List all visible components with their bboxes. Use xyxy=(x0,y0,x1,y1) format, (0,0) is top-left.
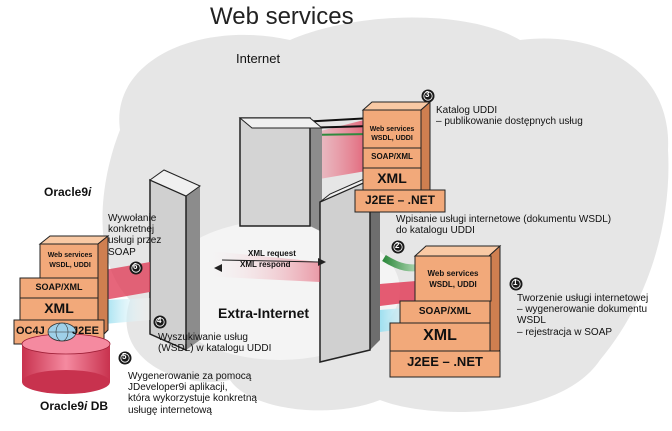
provider-j2ee-net: J2EE – .NET xyxy=(407,354,483,369)
step-badge-3 xyxy=(421,89,435,103)
uddi-j2ee-net: J2EE – .NET xyxy=(364,193,436,207)
step-text-4: Wyszukiwanie usług (WSDL) w katalogu UDD… xyxy=(158,332,272,355)
step-number-5: 5 xyxy=(122,352,127,361)
oracle-db-cylinder xyxy=(21,333,111,394)
step-text-5: Wygenerowanie za pomocą JDeveloper9i apl… xyxy=(128,371,257,416)
client-soap: SOAP/XML xyxy=(35,282,83,292)
client-j2ee: J2EE xyxy=(72,325,99,337)
internet-label: Internet xyxy=(236,51,281,66)
wall-center-top xyxy=(238,117,324,129)
xml-respond-head xyxy=(214,264,222,272)
uddi-soap: SOAP/XML xyxy=(371,152,413,161)
step-number-3: 3 xyxy=(425,90,430,99)
step-number-1: 1 xyxy=(513,278,518,287)
beam-client-blue xyxy=(104,298,150,324)
step-text-2: Wpisanie usługi internetowe (dokumentu W… xyxy=(396,214,612,237)
xml-respond-label: XML respond xyxy=(240,260,291,269)
beam-mid-red xyxy=(200,250,320,282)
provider-ws-line1: Web services xyxy=(427,269,479,278)
step-number-4: 4 xyxy=(157,316,162,325)
client-xml: XML xyxy=(44,300,74,316)
wall-left-top xyxy=(148,169,202,197)
xml-request-arrow xyxy=(221,259,319,263)
provider-stack xyxy=(389,244,502,378)
provider-soap: SOAP/XML xyxy=(418,306,472,317)
extranet-label: Extra-Internet xyxy=(218,305,310,321)
globe-icon xyxy=(47,322,77,342)
step-badge-2 xyxy=(391,240,405,254)
diagram-title: Web services xyxy=(210,3,354,30)
xml-request-head xyxy=(318,258,326,266)
step-number-2: 2 xyxy=(395,241,400,250)
step-badge-5 xyxy=(118,351,132,365)
provider-ws-line2: WSDL, UDDI xyxy=(429,280,477,289)
step-text-3: Katalog UDDI – publikowanie dostępnych u… xyxy=(436,105,583,128)
wall-center-front xyxy=(239,117,311,227)
step-text-6: Wywołanie konkretnej usługi przez SOAP xyxy=(108,213,162,258)
wall-right-side xyxy=(370,180,380,350)
step-badge-1 xyxy=(509,277,523,291)
db-name: Oracle9i DB xyxy=(40,399,109,413)
provider-xml: XML xyxy=(423,327,457,344)
client-name: Oracle9i xyxy=(44,185,92,199)
step-number-6: 6 xyxy=(133,262,138,271)
xml-request-label: XML request xyxy=(248,249,296,258)
client-ws-line1: Web services xyxy=(47,252,93,259)
wall-left-side xyxy=(186,186,200,350)
uddi-ws-line1: Web services xyxy=(369,126,415,133)
uddi-stack xyxy=(354,100,446,214)
uddi-xml: XML xyxy=(377,170,407,186)
client-oc4j: OC4J xyxy=(16,325,45,337)
uddi-ws-line2: WSDL, UDDI xyxy=(371,135,413,142)
client-ws-line2: WSDL, UDDI xyxy=(49,262,91,269)
wall-center-side xyxy=(310,118,322,232)
step-badge-4 xyxy=(153,315,167,329)
step-badge-6 xyxy=(129,261,143,275)
step-text-1: Tworzenie usługi internetowej – wygenero… xyxy=(517,293,649,338)
